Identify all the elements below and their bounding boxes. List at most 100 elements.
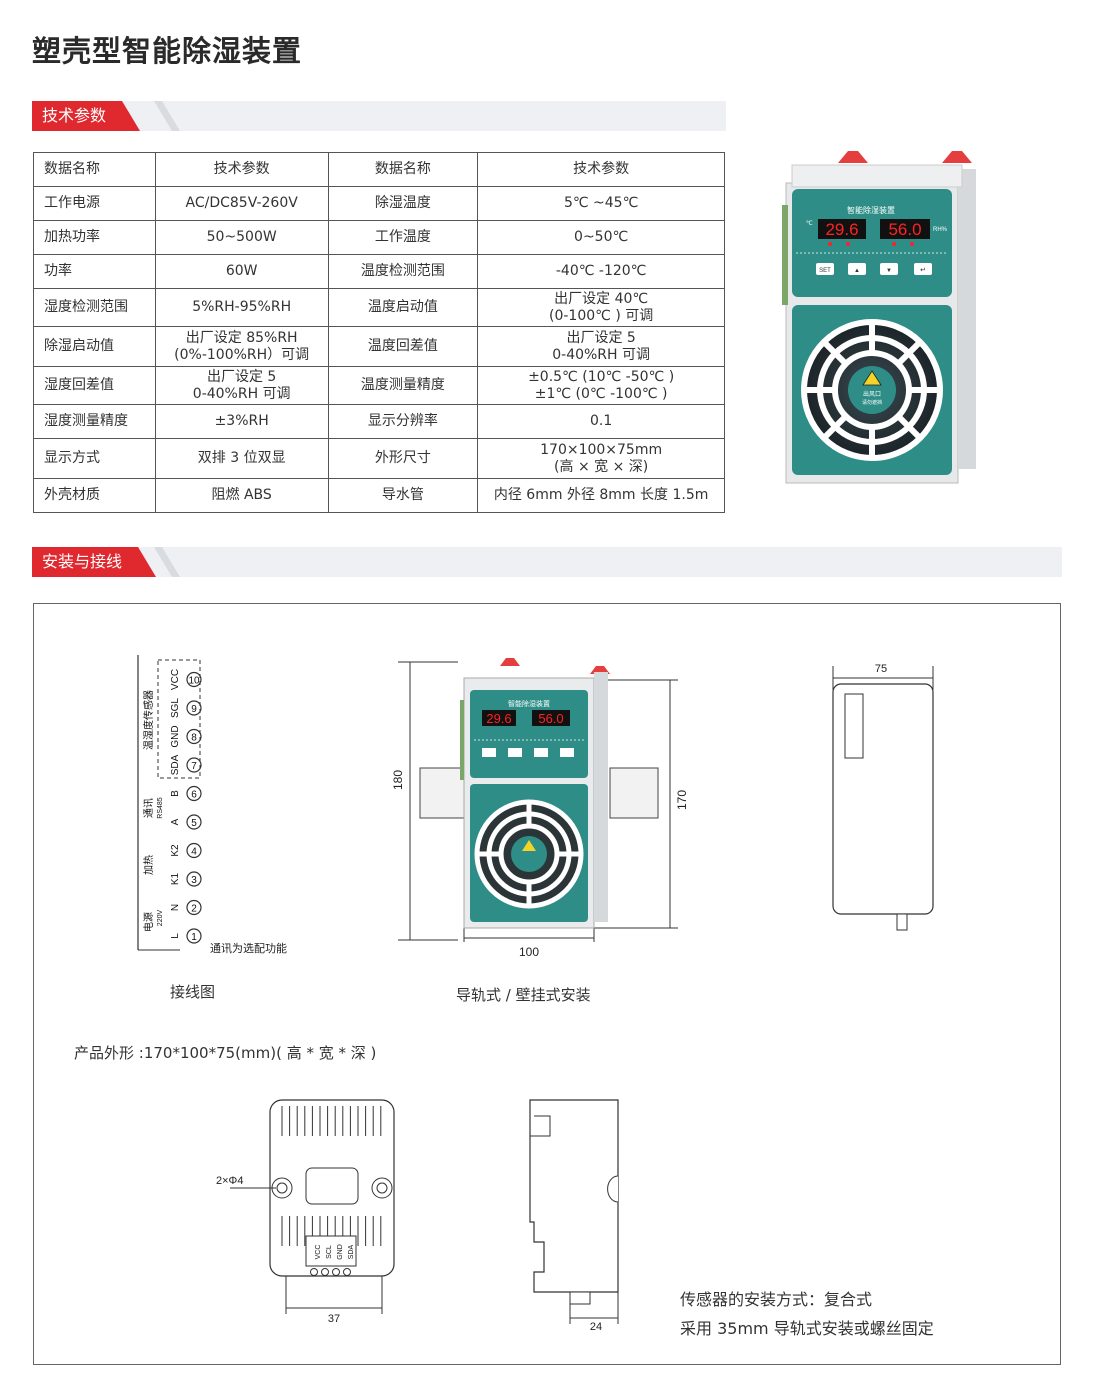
section-header-spec: 技术参数 <box>32 101 726 131</box>
table-cell: 温度测量精度 <box>327 366 479 405</box>
sensor-pin-label: SCL <box>326 1245 333 1259</box>
unit-rh: RH% <box>933 227 948 233</box>
table-cell: 除湿启动值 <box>33 326 156 367</box>
terminal-number: 10 <box>188 676 200 687</box>
terminal-2 <box>186 899 202 916</box>
wiring-group-label: 通讯 <box>143 798 155 818</box>
table-cell: ±0.5℃ (10℃ -50℃ ) ±1℃ (0℃ -100℃ ) <box>477 366 725 405</box>
table-cell: 5℃ ~45℃ <box>477 186 725 221</box>
table-cell: 外形尺寸 <box>327 438 479 479</box>
terminal-pin-label: VCC <box>170 669 181 690</box>
table-cell: 湿度回差值 <box>33 366 156 405</box>
wiring-group-label: 加热 <box>142 855 155 875</box>
terminal-5 <box>186 814 202 830</box>
mount-text-2: 采用 35mm 导轨式安装或螺丝固定 <box>680 1319 934 1338</box>
wiring-group-label: 温湿度传感器 <box>142 690 155 750</box>
table-header-cell: 技术参数 <box>477 152 725 187</box>
terminal-pin-label: L <box>170 933 181 939</box>
table-cell: 阻燃 ABS <box>154 478 329 513</box>
fan-label-2: 请勿遮挡 <box>862 399 882 406</box>
wiring-group-label: 电源 <box>142 912 155 932</box>
wiring-v220-label: 220V <box>157 910 164 927</box>
page-title: 塑壳型智能除湿装置 <box>32 34 303 68</box>
table-row: 湿度回差值出厂设定 5 0-40%RH 可调温度测量精度±0.5℃ (10℃ -… <box>33 366 725 405</box>
table-cell: 0.1 <box>477 404 725 439</box>
sensor-pin-label: SDA <box>348 1244 355 1259</box>
table-cell: 湿度测量精度 <box>33 404 156 439</box>
btn-up: ▲ <box>854 268 860 274</box>
table-cell: 导水管 <box>327 478 479 513</box>
terminal-pin-label: K1 <box>170 872 181 885</box>
fan-label-1: 出风口 <box>863 390 881 398</box>
terminal-8 <box>186 728 202 745</box>
rail-device-name: 智能除湿装置 <box>508 699 550 708</box>
terminal-pin-label: GND <box>170 725 181 747</box>
table-cell: 出厂设定 40℃ (0-100℃ ) 可调 <box>477 288 725 327</box>
table-cell: 显示方式 <box>33 438 156 479</box>
product-photo: 智能除湿装置 29.6 56.0 ℃ RH% SET ▲ ▼ ↵ 出风口 请勿遮… <box>782 151 976 484</box>
terminal-pin-label: N <box>170 904 181 911</box>
top-clip-right <box>942 151 972 163</box>
terminal-4 <box>186 842 202 859</box>
rail-dim-180: 180 <box>391 770 405 790</box>
terminal-pin-label: A <box>170 818 181 825</box>
terminal-number: 8 <box>191 733 197 744</box>
terminal-pin-label: SDA <box>170 754 181 775</box>
terminal-pin-label: K2 <box>170 844 181 857</box>
table-cell: 除湿温度 <box>327 186 479 221</box>
table-cell: -40℃ -120℃ <box>477 254 725 289</box>
section-title-spec: 技术参数 <box>32 101 140 131</box>
table-header-cell: 技术参数 <box>154 152 329 187</box>
table-cell: ±3%RH <box>154 404 329 439</box>
temp-display: 29.6 <box>825 220 858 239</box>
table-cell: 60W <box>154 254 329 289</box>
wiring-diagram: 1L2N3K14K25A6B7SDA8GND9SGL10VCC电源加热通讯温湿度… <box>137 655 287 955</box>
table-cell: 湿度检测范围 <box>33 288 156 327</box>
table-cell: 双排 3 位双显 <box>154 438 329 479</box>
shape-caption: 产品外形 :170*100*75(mm)( 高 * 宽 * 深 ) <box>74 1044 377 1062</box>
sensor-dim-37: 37 <box>328 1313 340 1325</box>
sensor-pin-label: VCC <box>315 1245 322 1260</box>
table-cell: 显示分辨率 <box>327 404 479 439</box>
terminal-number: 1 <box>191 932 197 943</box>
terminal-6 <box>186 785 202 802</box>
table-cell: 加热功率 <box>33 220 156 255</box>
sensor-pin <box>321 1268 329 1276</box>
btn-enter: ↵ <box>920 267 926 274</box>
btn-set: SET <box>819 268 831 274</box>
terminal-pin-label: B <box>170 790 181 797</box>
hum-display: 56.0 <box>888 220 921 239</box>
sensor-pin <box>343 1268 351 1276</box>
mount-text-1: 传感器的安装方式：复合式 <box>680 1290 873 1309</box>
wiring-caption: 接线图 <box>170 983 216 1001</box>
terminal-1 <box>186 928 202 944</box>
terminal-number: 9 <box>191 704 197 715</box>
rail-caption: 导轨式 / 壁挂式安装 <box>456 986 591 1004</box>
rail-mount-drawing: 180 170 100 智能除湿装置 29.6 56.0 <box>391 658 689 959</box>
terminal-number: 2 <box>191 904 197 915</box>
wiring-note: 通讯为选配功能 <box>210 941 287 955</box>
table-cell: 170×100×75mm (高 × 宽 × 深) <box>477 438 725 479</box>
din-clip-drawing: 24 <box>529 1099 619 1332</box>
table-row: 除湿启动值出厂设定 85%RH (0%-100%RH）可调温度回差值出厂设定 5… <box>33 326 725 367</box>
table-cell: 出厂设定 5 0-40%RH 可调 <box>477 326 725 367</box>
wiring-rs485-label: RS485 <box>157 797 164 819</box>
terminal-pin-label: SGL <box>170 698 181 718</box>
device-name: 智能除湿装置 <box>847 205 895 215</box>
top-clip-left <box>838 151 868 163</box>
install-diagram-box <box>33 603 1061 1365</box>
sensor-hole: 2×Φ4 <box>216 1175 243 1187</box>
table-cell: 温度检测范围 <box>327 254 479 289</box>
unit-c: ℃ <box>806 221 813 227</box>
table-cell: 5%RH-95%RH <box>154 288 329 327</box>
table-cell: 0~50℃ <box>477 220 725 255</box>
rail-hum: 56.0 <box>538 711 563 726</box>
terminal-number: 6 <box>191 790 197 801</box>
table-header-row: 数据名称技术参数数据名称技术参数 <box>33 152 725 187</box>
table-cell: 工作电源 <box>33 186 156 221</box>
